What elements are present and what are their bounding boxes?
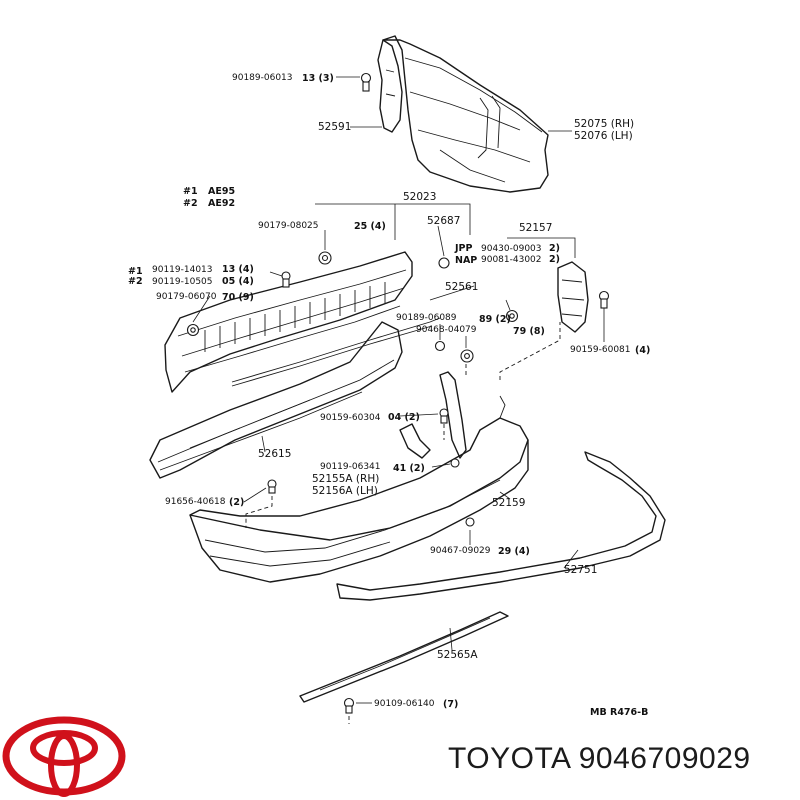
label-52159: 52159 [492, 497, 525, 509]
label-90179-06070: 90179-06070 [156, 292, 217, 302]
label-90430-09003: 90430-09003 [481, 244, 542, 254]
label-52076: 52076 (LH) [574, 130, 633, 142]
label-52156A: 52156A (LH) [312, 485, 378, 497]
label-52591: 52591 [318, 121, 351, 133]
qty-2-b: 2) [549, 254, 560, 265]
label-52565A: 52565A [437, 649, 478, 661]
reinforcement-drawing [164, 251, 441, 393]
qty-13-4: 13 (4) [222, 264, 254, 275]
qty-13-3: 13 (3) [302, 73, 334, 84]
variant-note-1-value: AE95 [208, 186, 235, 197]
variant-mark-2: #2 [128, 276, 143, 287]
qty-70-9: 70 (9) [222, 292, 254, 303]
qty-25-4: 25 (4) [354, 221, 386, 232]
label-90159-60304: 90159-60304 [320, 413, 381, 423]
toyota-logo-icon [2, 716, 126, 797]
qty-2-a: 2) [549, 243, 560, 254]
label-52157: 52157 [519, 222, 552, 234]
qty-79-8: 79 (8) [513, 326, 545, 337]
label-90119-10505: 90119-10505 [152, 277, 213, 287]
label-52751: 52751 [564, 564, 597, 576]
qty-05-4: 05 (4) [222, 276, 254, 287]
variant-notes: #1 AE95 #2 AE92 #1 #2 [128, 186, 235, 287]
dashed-guides [245, 322, 561, 724]
leader-lines [192, 76, 605, 704]
variant-note-2-key: #2 [183, 198, 198, 209]
label-52687: 52687 [427, 215, 460, 227]
qty-41-2: 41 (2) [393, 463, 425, 474]
label-90468-04079: 90468-04079 [416, 325, 477, 335]
qty-29-4: 29 (4) [498, 546, 530, 557]
brand-title: TOYOTA 9046709029 [448, 742, 751, 775]
qty-04-2: 04 (2) [388, 412, 420, 423]
figure-code: MB R476-B [590, 707, 648, 718]
market-nap: NAP [455, 255, 477, 266]
reinforcement-slots [204, 282, 386, 352]
qty-89-2: 89 (2) [479, 314, 511, 325]
label-90109-06140: 90109-06140 [374, 699, 435, 709]
label-52561: 52561 [445, 281, 478, 293]
market-jpp: JPP [454, 243, 472, 254]
qty-7: (7) [443, 699, 458, 710]
qty-2-c: (2) [229, 497, 244, 508]
label-90159-60081: 90159-60081 [570, 345, 631, 355]
label-90119-06341: 90119-06341 [320, 462, 381, 472]
side-bracket-drawing [557, 261, 589, 333]
lower-molding-drawing [299, 611, 509, 703]
part-labels: 90189-06013 13 (3) 52591 52075 (RH) 5207… [152, 73, 650, 718]
label-90467-09029: 90467-09029 [430, 546, 491, 556]
label-52615: 52615 [258, 448, 291, 460]
variant-mark-1: #1 [128, 266, 143, 277]
label-52075: 52075 (RH) [574, 118, 634, 130]
bumper-cover-drawing [189, 371, 529, 583]
label-52023: 52023 [403, 191, 436, 203]
label-90081-43002: 90081-43002 [481, 255, 542, 265]
side-molding-drawing [336, 451, 666, 601]
qty-4: (4) [635, 345, 650, 356]
label-90189-06013: 90189-06013 [232, 73, 293, 83]
fender-liner-drawing [377, 35, 549, 193]
variant-note-2-value: AE92 [208, 198, 235, 209]
label-90189-06089: 90189-06089 [396, 313, 457, 323]
label-91656-40618: 91656-40618 [165, 497, 226, 507]
variant-note-1-key: #1 [183, 186, 198, 197]
fasteners [186, 72, 610, 714]
label-52155A: 52155A (RH) [312, 473, 379, 485]
label-90119-14013: 90119-14013 [152, 265, 213, 275]
label-90179-08025: 90179-08025 [258, 221, 319, 231]
absorber-drawing [149, 321, 403, 479]
